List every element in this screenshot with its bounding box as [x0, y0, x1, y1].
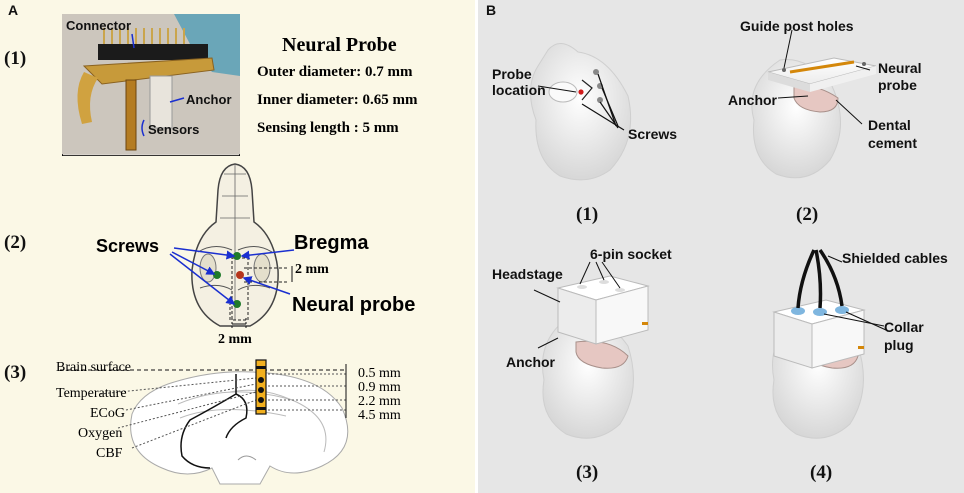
b1-label-screws: Screws: [628, 126, 678, 142]
panel-b-step-4: (4): [810, 462, 833, 483]
b4-label-collar-plug: Collar plug: [884, 319, 924, 353]
b4-label-shielded-cables: Shielded cables: [842, 250, 948, 266]
photo-label-sensors: Sensors: [148, 122, 200, 137]
dist-horizontal-marker: [231, 318, 247, 330]
panel-b-step-1: (1): [576, 204, 599, 225]
photo-label-anchor: Anchor: [186, 92, 232, 107]
skull-label-dist-horizontal: 2 mm: [218, 332, 252, 347]
skull-arrows: [169, 247, 295, 305]
panel-a-step-2: (2): [4, 232, 27, 253]
b2-label-dental-cement: Dental cement: [868, 117, 918, 151]
rat-head-3: [533, 261, 650, 439]
depth-label-0: 0.5 mm: [358, 366, 401, 381]
probe-spec-inner: Inner diameter: 0.65 mm: [257, 92, 418, 108]
panel-b-step-2: (2): [796, 204, 819, 225]
depth-label-2: 2.2 mm: [358, 394, 401, 409]
section-label-brain-surface: Brain surface: [56, 360, 132, 375]
probe-spec-title: Neural Probe: [282, 34, 397, 56]
b1-label-probe-location: Probe location: [492, 66, 546, 98]
b2-label-anchor: Anchor: [728, 92, 777, 108]
rat-skull-diagram: [191, 163, 288, 327]
probe-dot: [236, 271, 244, 279]
probe-spec-outer: Outer diameter: 0.7 mm: [257, 64, 413, 80]
section-label-temperature: Temperature: [56, 386, 127, 401]
b2-label-guide-post-holes: Guide post holes: [740, 18, 854, 34]
skull-label-screws: Screws: [96, 236, 160, 256]
anchor-part: [149, 75, 173, 129]
sensor-shaft: [125, 79, 137, 151]
panel-b-step-3: (3): [576, 462, 599, 483]
skull-label-bregma: Bregma: [294, 232, 369, 254]
rat-head-4: [772, 249, 887, 439]
section-label-oxygen: Oxygen: [78, 426, 123, 441]
panel-a-step-3: (3): [4, 362, 27, 383]
probe-photo: [62, 14, 240, 156]
section-label-cbf: CBF: [96, 446, 123, 461]
rat-head-2: [751, 29, 877, 179]
brain-section-diagram: [60, 359, 349, 485]
b3-label-anchor: Anchor: [506, 354, 555, 370]
b3-label-headstage: Headstage: [492, 266, 563, 282]
panel-a: A (1) (2) (3) Connector Anchor Sensors: [0, 0, 475, 493]
probe-spec-sensing: Sensing length : 5 mm: [257, 120, 399, 136]
photo-label-connector: Connector: [66, 18, 131, 33]
connector-block: [98, 44, 208, 60]
skull-label-neural-probe: Neural probe: [292, 294, 416, 316]
section-label-ecog: ECoG: [90, 406, 125, 421]
b2-label-neural-probe: Neural probe: [878, 60, 922, 93]
panel-b: B: [478, 0, 964, 493]
depth-label-1: 0.9 mm: [358, 380, 401, 395]
panel-a-step-1: (1): [4, 48, 27, 69]
skull-label-dist-vertical: 2 mm: [295, 262, 329, 277]
rat-head-1: [530, 43, 632, 181]
panel-a-label: A: [8, 2, 19, 18]
panel-b-label: B: [486, 2, 497, 18]
b3-label-six-pin-socket: 6-pin socket: [590, 246, 672, 262]
depth-label-3: 4.5 mm: [358, 408, 401, 423]
panel-b-illustrations: [530, 29, 887, 439]
probe-location-dot: [578, 89, 584, 95]
